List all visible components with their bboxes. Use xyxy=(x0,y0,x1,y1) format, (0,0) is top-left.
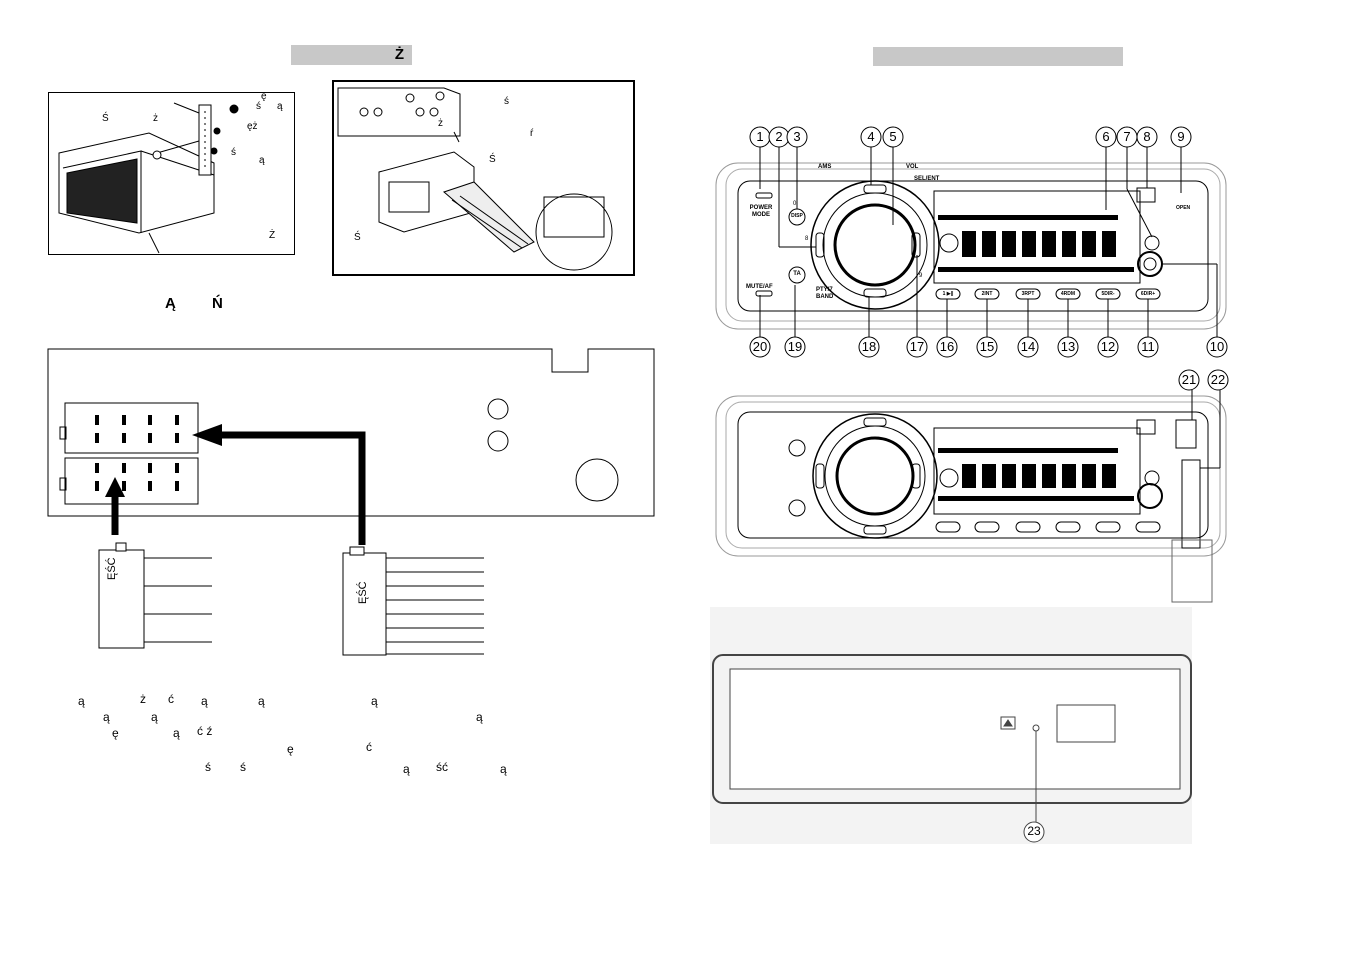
fig-a-label-5: ż xyxy=(153,113,158,124)
callout-15: 15 xyxy=(979,339,995,354)
pty-band-label: PTY/7 BAND xyxy=(816,287,834,300)
connector-diagram xyxy=(47,348,655,656)
callout-11: 11 xyxy=(1141,339,1155,354)
body-l3-2: ą xyxy=(173,726,180,740)
body-l5-1: ś xyxy=(205,760,211,774)
left-section-header: Ż xyxy=(291,45,412,65)
fig-a-label-1: ę xyxy=(261,91,267,102)
disp-button[interactable]: DISP xyxy=(791,213,803,219)
body-l5-4: ść xyxy=(436,760,448,774)
callout-13: 13 xyxy=(1060,339,1076,354)
body-l5-3: ą xyxy=(403,762,410,776)
body-l1-4: ą xyxy=(201,694,208,708)
left-header-glyph: Ż xyxy=(394,46,404,63)
chassis-view: 23 xyxy=(710,607,1192,844)
body-l2-1: ą xyxy=(103,710,110,724)
fig-b-label-2: ŕ xyxy=(530,128,534,139)
key-8-label: 8 xyxy=(805,236,809,242)
install-figure-a-drawing xyxy=(58,102,239,254)
body-l1-2: ż xyxy=(140,692,146,706)
body-l5-5: ą xyxy=(500,762,507,776)
callout-18: 18 xyxy=(861,339,877,354)
preset-2-button[interactable]: 2INT xyxy=(981,291,993,297)
callout-2: 2 xyxy=(775,129,783,144)
mute-af-label: MUTE/AF xyxy=(746,284,773,290)
body-l3-1: ę xyxy=(112,726,119,740)
open-label: OPEN xyxy=(1176,205,1191,211)
chassis-drawing xyxy=(712,654,1192,843)
body-l5-2: ś xyxy=(240,760,246,774)
fig-b-label-5: Ś xyxy=(354,232,361,243)
callout-10: 10 xyxy=(1209,339,1225,354)
install-figure-b: ś ŕ ż Ś Ś xyxy=(332,80,635,276)
install-figure-b-drawing xyxy=(337,87,613,271)
ta-button[interactable]: TA xyxy=(793,271,801,277)
callout-19: 19 xyxy=(787,339,803,354)
left-plug-label: ĘŚĆ xyxy=(106,557,118,580)
key-0-label: 0 xyxy=(793,201,797,207)
body-l1-3: ć xyxy=(168,692,174,706)
callout-22: 22 xyxy=(1210,372,1226,387)
vol-label: VOL xyxy=(906,164,919,170)
ams-label: AMS xyxy=(818,164,832,170)
callout-21: 21 xyxy=(1181,372,1197,387)
install-figure-a: ę ś ą Ś ż ęż ś ą Ż xyxy=(48,91,295,255)
body-l1-5: ą xyxy=(258,694,265,708)
section-heading-b: Ń xyxy=(212,295,223,312)
callout-17: 17 xyxy=(909,339,925,354)
key-9-label: 9 xyxy=(919,273,923,279)
fig-a-label-3: ą xyxy=(277,101,283,112)
power-mode-label: POWER MODE xyxy=(749,205,773,218)
fig-a-label-4: Ś xyxy=(102,113,109,124)
radio-front-panel-open xyxy=(715,369,1229,603)
fig-b-label-3: ż xyxy=(438,118,443,129)
fig-b-label-1: ś xyxy=(504,96,509,107)
callout-23: 23 xyxy=(1027,824,1041,838)
preset-1-button[interactable]: 1 ▶|| xyxy=(942,291,954,297)
fig-b-label-4: Ś xyxy=(489,154,496,165)
callout-6: 6 xyxy=(1102,129,1110,144)
preset-4-button[interactable]: 4RDM xyxy=(1060,291,1076,297)
callout-1: 1 xyxy=(756,129,764,144)
right-plug-label: ĘŚĆ xyxy=(357,581,369,604)
callout-5: 5 xyxy=(889,129,897,144)
callout-3: 3 xyxy=(793,129,801,144)
preset-3-button[interactable]: 3RPT xyxy=(1021,291,1035,297)
callout-9: 9 xyxy=(1177,129,1185,144)
callout-16: 16 xyxy=(939,339,955,354)
sel-ent-label: SEL/ENT xyxy=(914,176,940,182)
body-l1-6: ą xyxy=(371,694,378,708)
preset-5-button[interactable]: 5DIR- xyxy=(1101,291,1115,297)
section-heading-a: Ą xyxy=(165,295,176,312)
fig-a-label-2: ś xyxy=(256,101,261,112)
body-l2-3: ą xyxy=(476,710,483,724)
fig-a-label-6: ęż xyxy=(247,121,258,132)
body-l3-3: ć ź xyxy=(197,724,213,738)
radio-front-panel xyxy=(715,126,1228,358)
right-section-header xyxy=(873,47,1123,66)
callout-7: 7 xyxy=(1123,129,1131,144)
preset-6-button[interactable]: 6DIR+ xyxy=(1140,291,1156,297)
body-l1-1: ą xyxy=(78,694,85,708)
callout-14: 14 xyxy=(1020,339,1036,354)
callout-8: 8 xyxy=(1143,129,1151,144)
fig-a-label-7: ś xyxy=(231,147,236,158)
body-l4-2: ć xyxy=(366,740,372,754)
callout-20: 20 xyxy=(752,339,768,354)
callout-12: 12 xyxy=(1100,339,1116,354)
body-l4-1: ę xyxy=(287,742,294,756)
body-l2-2: ą xyxy=(151,710,158,724)
fig-a-label-8: ą xyxy=(259,155,265,166)
fig-a-label-9: Ż xyxy=(269,230,276,241)
callout-4: 4 xyxy=(867,129,875,144)
